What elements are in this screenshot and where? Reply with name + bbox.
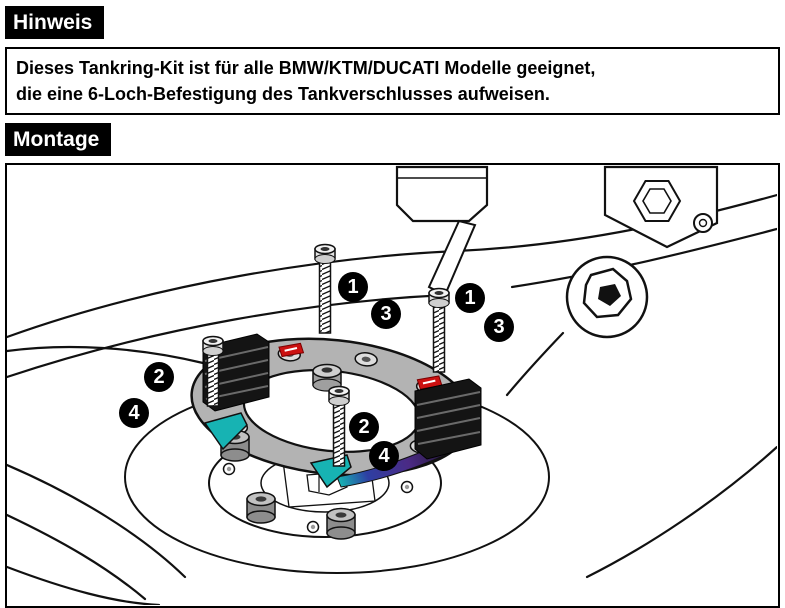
mounting-screw-left (202, 335, 224, 407)
callout-label: 3 (493, 315, 505, 338)
callout-step-4: 4 (119, 398, 149, 429)
callout-step-2: 2 (144, 362, 174, 393)
bushing (326, 507, 356, 540)
assembly-diagram: 1 3 1 3 2 4 2 4 (5, 163, 780, 608)
tank-assembly-illustration (7, 166, 777, 606)
mounting-screw-1a (314, 243, 336, 334)
callout-step-1: 1 (455, 283, 485, 314)
callout-label: 1 (464, 286, 476, 309)
callout-label: 2 (153, 365, 165, 388)
socket-screw-seated (312, 363, 342, 392)
callout-label: 4 (128, 401, 140, 424)
callout-step-3: 3 (371, 299, 401, 330)
rubber-spacer-right (414, 378, 482, 460)
callout-label: 3 (380, 302, 392, 325)
hinweis-heading: Hinweis (5, 6, 105, 39)
callout-label: 2 (358, 415, 370, 438)
callout-label: 4 (378, 444, 390, 467)
mounting-screw-1b (428, 287, 450, 373)
callout-label: 1 (347, 275, 359, 298)
red-hole-markers (278, 342, 443, 390)
mounting-screw-2 (328, 385, 350, 467)
callout-step-2: 2 (349, 412, 379, 443)
callout-step-4: 4 (369, 441, 399, 472)
montage-heading: Montage (5, 123, 112, 157)
callout-step-3: 3 (484, 312, 514, 343)
note-line-2: die eine 6-Loch-Befestigung des Tankvers… (16, 84, 550, 105)
steering-assembly-sketch (395, 166, 719, 339)
note-box: Dieses Tankring-Kit ist für alle BMW/KTM… (5, 47, 780, 116)
note-line-1: Dieses Tankring-Kit ist für alle BMW/KTM… (16, 58, 596, 78)
bushing (246, 491, 276, 524)
callout-step-1: 1 (338, 272, 368, 303)
